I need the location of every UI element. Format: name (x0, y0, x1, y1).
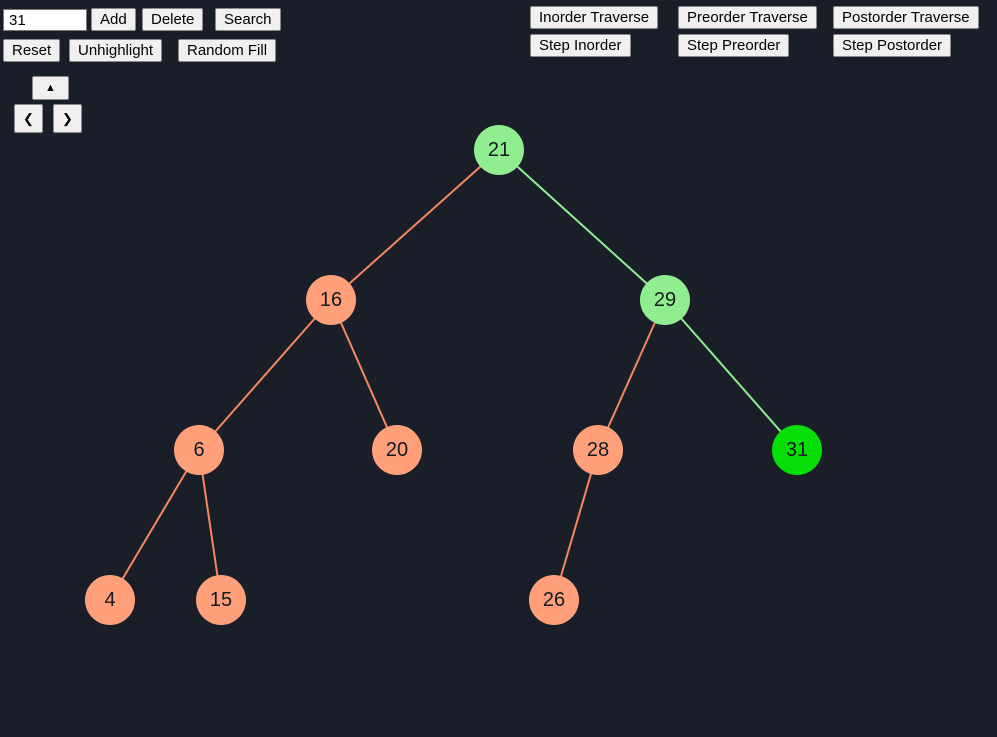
tree-node-26: 26 (529, 575, 579, 625)
tree-edge-6-4 (109, 449, 200, 601)
tree-node-15: 15 (196, 575, 246, 625)
tree-edge-29-28 (597, 299, 666, 451)
unhighlight-button[interactable]: Unhighlight (69, 39, 163, 62)
step-postorder-button[interactable]: Step Postorder (833, 34, 952, 57)
reset-button[interactable]: Reset (3, 39, 61, 62)
inorder-traverse-button[interactable]: Inorder Traverse (530, 6, 659, 29)
delete-button[interactable]: Delete (142, 8, 204, 31)
step-inorder-button[interactable]: Step Inorder (530, 34, 631, 57)
postorder-traverse-button[interactable]: Postorder Traverse (833, 6, 979, 29)
tree-edge-21-29 (498, 149, 666, 301)
left-arrow-icon: ❮ (23, 111, 34, 126)
tree-node-4: 4 (85, 575, 135, 625)
pan-right-button[interactable]: ❯ (53, 104, 82, 133)
tree-edge-28-26 (553, 449, 599, 601)
value-input[interactable] (3, 9, 87, 31)
random-fill-button[interactable]: Random Fill (178, 39, 277, 62)
search-button[interactable]: Search (215, 8, 281, 31)
right-arrow-icon: ❯ (62, 111, 73, 126)
tree-edge-16-6 (198, 299, 332, 451)
up-arrow-icon: ▲ (45, 82, 56, 94)
tree-edge-21-16 (330, 149, 500, 301)
add-button[interactable]: Add (91, 8, 136, 31)
pan-left-button[interactable]: ❮ (14, 104, 43, 133)
step-preorder-button[interactable]: Step Preorder (678, 34, 790, 57)
pan-up-button[interactable]: ▲ (32, 76, 69, 100)
tree-node-31: 31 (772, 425, 822, 475)
tree-node-6: 6 (174, 425, 224, 475)
tree-node-21: 21 (474, 125, 524, 175)
tree-node-16: 16 (306, 275, 356, 325)
tree-edge-29-31 (664, 299, 798, 451)
tree-edge-16-20 (330, 299, 398, 451)
preorder-traverse-button[interactable]: Preorder Traverse (678, 6, 817, 29)
tree-node-28: 28 (573, 425, 623, 475)
tree-node-20: 20 (372, 425, 422, 475)
tree-node-29: 29 (640, 275, 690, 325)
